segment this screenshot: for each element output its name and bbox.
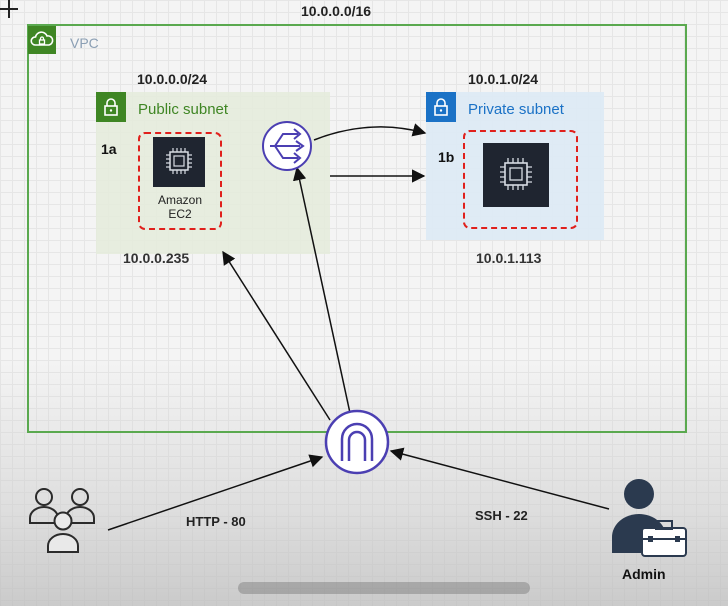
private-subnet-cidr: 10.0.1.0/24 xyxy=(468,71,539,87)
vpc-label: VPC xyxy=(70,35,99,51)
users-icon xyxy=(29,488,95,553)
admin-label: Admin xyxy=(622,566,666,582)
igw-to-ec2-arrow xyxy=(222,250,331,421)
ec2-chip-icon xyxy=(483,143,549,207)
admin-to-igw-arrow xyxy=(389,447,610,510)
public-subnet[interactable]: Public subnet xyxy=(96,92,330,254)
ssh-connection-label: SSH - 22 xyxy=(475,508,528,523)
public-instance-ip: 10.0.0.235 xyxy=(123,250,190,266)
lock-icon xyxy=(426,92,456,122)
horizontal-scrollbar[interactable] xyxy=(238,582,530,594)
cloud-lock-icon xyxy=(28,26,56,54)
ec2-chip-icon xyxy=(153,137,205,187)
az-label-1a: 1a xyxy=(101,141,117,157)
nat-gateway-icon xyxy=(262,121,312,171)
nat-to-private-arrow-upper xyxy=(313,123,427,141)
admin-toolbox-icon xyxy=(612,479,687,557)
internet-gateway-icon xyxy=(324,409,390,475)
private-ec2-instance[interactable] xyxy=(463,130,578,229)
lock-icon xyxy=(96,92,126,122)
public-subnet-cidr: 10.0.0.0/24 xyxy=(137,71,208,87)
az-label-1b: 1b xyxy=(438,149,455,165)
ec2-instance-label: Amazon EC2 xyxy=(157,193,203,221)
private-instance-ip: 10.0.1.113 xyxy=(476,250,542,266)
private-subnet-label: Private subnet xyxy=(468,101,564,118)
http-connection-label: HTTP - 80 xyxy=(186,514,246,529)
igw-to-nat-arrow xyxy=(292,166,351,414)
cursor-crosshair-icon xyxy=(0,0,18,18)
vpc-cidr: 10.0.0.0/16 xyxy=(301,3,372,19)
public-subnet-label: Public subnet xyxy=(138,101,229,118)
public-ec2-instance[interactable] xyxy=(138,132,222,230)
users-to-igw-arrow xyxy=(107,454,324,531)
